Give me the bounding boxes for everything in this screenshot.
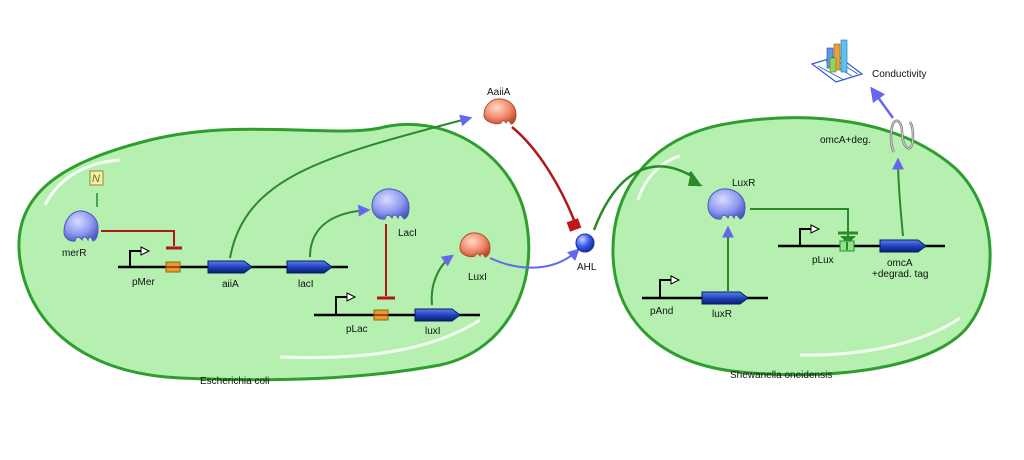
ecoli-highlight-top	[43, 158, 121, 206]
AHL-molecule-icon	[575, 233, 595, 253]
pAnd-promoter-icon	[659, 279, 673, 298]
LuxR-label: LuxR	[732, 178, 755, 189]
luxR-gene-label: luxR	[712, 309, 732, 320]
degrad-tag-label: +degrad. tag	[872, 269, 928, 280]
AaiiA-inhibition-arrow	[511, 126, 576, 221]
omcA-deg-label: omcA+deg.	[820, 135, 871, 146]
pMer-label: pMer	[132, 277, 155, 288]
luxR-gene	[701, 291, 749, 305]
ecoli-cell	[17, 122, 531, 382]
luxI-expression-arrow	[430, 254, 454, 306]
omcA-expression-arrow	[892, 157, 905, 237]
LuxI-label: LuxI	[468, 272, 487, 283]
merR-repression-arrow	[101, 230, 175, 246]
LuxR-protein-icon	[707, 188, 746, 220]
pLac-promoter-icon	[335, 296, 349, 315]
omcA-membrane-protein-icon	[889, 119, 915, 153]
merR-label: merR	[62, 248, 86, 259]
lacI-label: lacI	[298, 279, 314, 290]
pLux-promoter-icon	[799, 228, 813, 246]
LacI-label: LacI	[398, 228, 417, 239]
LuxI-protein-icon	[459, 232, 491, 258]
pAnd-label: pAnd	[650, 306, 673, 317]
conductivity-label: Conductivity	[872, 69, 926, 80]
conductivity-arrow	[870, 86, 895, 119]
pLac-label: pLac	[346, 324, 368, 335]
LacI-protein-icon	[371, 188, 410, 220]
AHL-to-LuxR-arrow	[592, 165, 696, 231]
ecoli-label: Escherichia coli	[200, 376, 269, 387]
pLux-label: pLux	[812, 255, 834, 266]
merR-protein-icon	[63, 210, 99, 242]
ecoli-highlight-bottom	[279, 318, 481, 360]
LuxR-activation-arrow	[750, 208, 849, 236]
luxI-gene	[414, 308, 461, 322]
shewanella-highlight-top	[636, 154, 681, 201]
AHL-label: AHL	[577, 262, 597, 273]
luxI-label: luxI	[425, 326, 441, 337]
svg-text:N: N	[92, 173, 100, 185]
omcA-label: omcA	[887, 258, 913, 269]
LuxI-to-AHL-arrow	[489, 248, 580, 269]
aiiA-expression-arrow	[229, 114, 473, 259]
AaiiA-protein-icon	[483, 98, 517, 125]
AaiiA-label: AaiiA	[487, 87, 511, 98]
omcA-gene	[879, 239, 927, 253]
pMer-promoter-icon	[129, 250, 143, 267]
shewanella-label: Shewanella oneidensis	[730, 370, 832, 381]
aiiA-gene	[207, 260, 253, 274]
mercury-symbol-icon: N	[89, 170, 104, 186]
shewanella-highlight-bottom	[799, 316, 961, 357]
lacI-expression-arrow	[309, 204, 371, 258]
conductivity-chart-icon	[810, 39, 864, 83]
lacI-gene	[286, 260, 333, 274]
aiiA-label: aiiA	[222, 279, 239, 290]
